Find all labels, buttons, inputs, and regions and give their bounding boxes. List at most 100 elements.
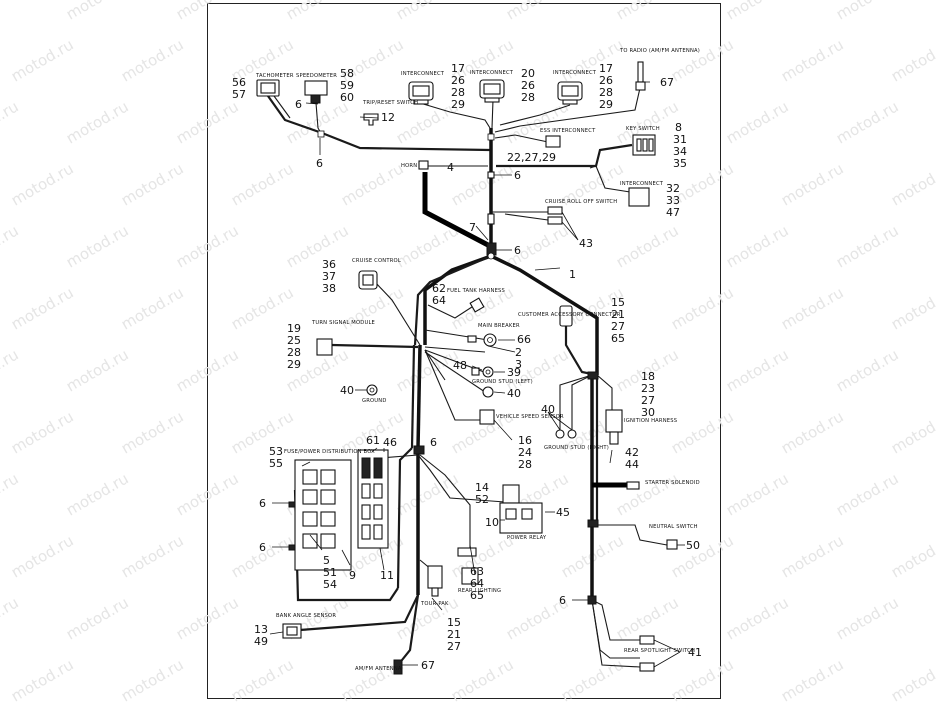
watermark-text: motod.ru <box>723 469 792 519</box>
label-turn-signal-module: TURN SIGNAL MODULE <box>311 320 375 326</box>
label-interconnect-c: INTERCONNECT <box>553 70 597 76</box>
label-fuse-box: FUSE/POWER DISTRIBUTION BOX <box>284 449 375 455</box>
callout: 46 <box>383 436 397 449</box>
callout: 6 <box>559 594 566 607</box>
callout: 27 <box>447 640 461 653</box>
watermark-text: motod.ru <box>778 35 847 85</box>
watermark-text: motod.ru <box>778 407 847 457</box>
watermark-text: motod.ru <box>0 345 22 395</box>
callout: 22,27,29 <box>507 151 556 164</box>
label-tachometer: TACHOMETER <box>255 73 294 79</box>
watermark-text: motod.ru <box>0 0 22 23</box>
callout: 14 <box>475 481 489 494</box>
watermark-text: motod.ru <box>8 159 77 209</box>
label-fuel-tank-harness: FUEL TANK HARNESS <box>447 288 505 294</box>
callout: 6 <box>514 244 521 257</box>
callout: 52 <box>475 493 489 506</box>
label-rear-lighting: REAR LIGHTING <box>458 588 501 594</box>
callout: 38 <box>322 282 336 295</box>
callout: 29 <box>451 98 465 111</box>
callout: 33 <box>666 194 680 207</box>
label-ground: GROUND <box>362 398 387 404</box>
watermark-text: motod.ru <box>8 531 77 581</box>
callout: 16 <box>518 434 532 447</box>
callout: 28 <box>287 346 301 359</box>
callout: 1 <box>569 268 576 281</box>
label-ignition-harness: IGNITION HARNESS <box>624 418 677 424</box>
callout: 8 <box>675 121 682 134</box>
callout: 28 <box>521 91 535 104</box>
callout: 41 <box>688 646 702 659</box>
callout: 61 <box>366 434 380 447</box>
watermark-text: motod.ru <box>888 407 936 457</box>
callout: 40 <box>507 387 521 400</box>
watermark-text: motod.ru <box>173 345 242 395</box>
watermark-text: motod.ru <box>63 469 132 519</box>
watermark-text: motod.ru <box>778 655 847 702</box>
watermark-text: motod.ru <box>723 593 792 643</box>
callout: 49 <box>254 635 268 648</box>
callout: 54 <box>323 578 337 591</box>
watermark-text: motod.ru <box>668 531 737 581</box>
leader-lines <box>269 81 685 668</box>
callout: 60 <box>340 91 354 104</box>
watermark-text: motod.ru <box>393 0 462 23</box>
watermark-text: motod.ru <box>723 345 792 395</box>
watermark-text: motod.ru <box>8 35 77 85</box>
watermark-text: motod.ru <box>228 655 297 702</box>
callout: 3 <box>515 358 522 371</box>
label-amfm-antenna: AM/FM ANTENNA <box>355 666 402 672</box>
callout: 20 <box>521 67 535 80</box>
watermark-text: motod.ru <box>0 97 22 147</box>
callout: 64 <box>432 294 446 307</box>
callout: 18 <box>641 370 655 383</box>
watermark-text: motod.ru <box>173 0 242 23</box>
callout: 29 <box>287 358 301 371</box>
callout: 9 <box>349 569 356 582</box>
watermark-text: motod.ru <box>8 407 77 457</box>
label-interconnect-a: INTERCONNECT <box>401 71 445 77</box>
callout: 6 <box>259 497 266 510</box>
callout: 30 <box>641 406 655 419</box>
callout: 65 <box>470 589 484 602</box>
label-horn: HORN <box>401 163 417 169</box>
watermark-text: motod.ru <box>833 345 902 395</box>
callout: 45 <box>556 506 570 519</box>
watermark-text: motod.ru <box>393 469 462 519</box>
watermark-text: motod.ru <box>228 159 297 209</box>
callout: 50 <box>686 539 700 552</box>
label-neutral-switch: NEUTRAL SWITCH <box>649 524 698 530</box>
callout: 37 <box>322 270 336 283</box>
watermark-text: motod.ru <box>393 221 462 271</box>
watermark-text: motod.ru <box>63 221 132 271</box>
callout: 34 <box>673 145 687 158</box>
callout: 35 <box>673 157 687 170</box>
watermark-text: motod.ru <box>63 593 132 643</box>
watermark-text: motod.ru <box>0 469 22 519</box>
label-starter-solenoid: STARTER SOLENOID <box>645 480 700 486</box>
callout: 44 <box>625 458 639 471</box>
watermark-text: motod.ru <box>558 655 627 702</box>
watermark-text: motod.ru <box>888 35 936 85</box>
watermark-text: motod.ru <box>118 655 187 702</box>
callout: 10 <box>485 516 499 529</box>
watermark-text: motod.ru <box>283 221 352 271</box>
label-main-breaker: MAIN BREAKER <box>478 323 520 329</box>
watermark-text: motod.ru <box>118 531 187 581</box>
callout: 24 <box>518 446 532 459</box>
callout: 17 <box>599 62 613 75</box>
callout: 39 <box>507 366 521 379</box>
watermark-text: motod.ru <box>63 97 132 147</box>
callout: 59 <box>340 79 354 92</box>
label-tour-pak: TOUR-PAK <box>420 601 449 607</box>
watermark-text: motod.ru <box>8 283 77 333</box>
watermark-text: motod.ru <box>833 593 902 643</box>
callout: 17 <box>451 62 465 75</box>
callout: 27 <box>611 320 625 333</box>
callout: 43 <box>579 237 593 250</box>
callout: 5 <box>323 554 330 567</box>
callout: 67 <box>660 76 674 89</box>
watermark-text: motod.ru <box>503 0 572 23</box>
label-key-switch: KEY SWITCH <box>626 126 660 132</box>
